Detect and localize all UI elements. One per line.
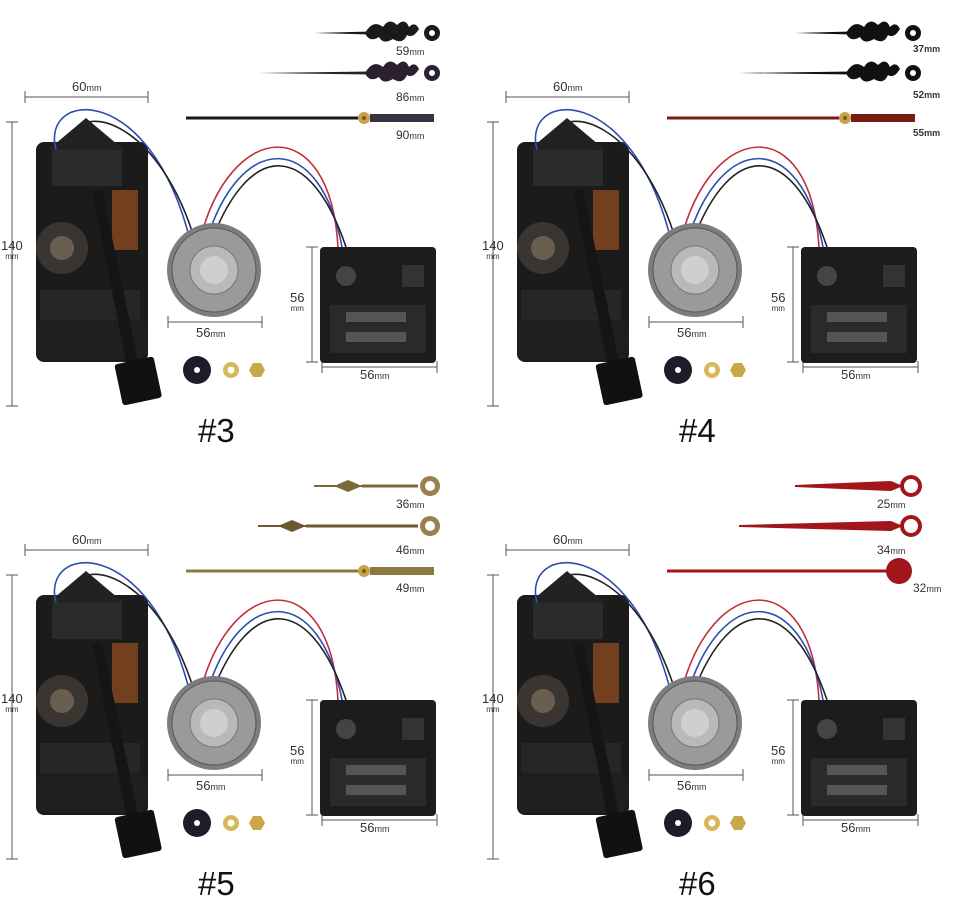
clock-hand-3 bbox=[186, 565, 434, 577]
panel-illustration bbox=[6, 476, 440, 860]
hand-length-label-1: 25mm bbox=[877, 497, 906, 511]
clock-hand-1 bbox=[314, 476, 440, 496]
clock-movement bbox=[517, 571, 643, 859]
clock-hand-1 bbox=[314, 21, 440, 42]
panel-number: #3 bbox=[198, 412, 235, 449]
clock-movement bbox=[517, 118, 643, 406]
hand-length-label-2: 52mm bbox=[913, 90, 941, 101]
panel-number: #5 bbox=[198, 865, 235, 902]
speaker bbox=[648, 223, 742, 317]
panel-number: #4 bbox=[679, 412, 716, 449]
chime-sound-box bbox=[320, 700, 436, 816]
dimension-width-label: 60mm bbox=[72, 79, 102, 94]
dimension-box-width-label: 56mm bbox=[360, 367, 390, 382]
wires bbox=[534, 561, 828, 701]
hand-length-label-1: 36mm bbox=[396, 497, 425, 511]
chime-sound-box bbox=[320, 247, 436, 363]
hand-length-label-3: 55mm bbox=[913, 128, 941, 139]
clock-hand-2 bbox=[258, 61, 440, 82]
clock-hand-3 bbox=[667, 558, 912, 584]
hand-length-label-1: 37mm bbox=[913, 44, 941, 55]
hand-length-label-3: 90mm bbox=[396, 128, 425, 142]
dimension-width-label: 60mm bbox=[72, 532, 102, 547]
clock-hand-3 bbox=[667, 112, 915, 124]
dimension-lines bbox=[487, 544, 919, 860]
hex-nut bbox=[249, 363, 265, 377]
speaker bbox=[167, 676, 261, 770]
clock-hand-2 bbox=[739, 61, 921, 82]
hand-length-label-1: 59mm bbox=[396, 44, 425, 58]
clock-hand-1 bbox=[795, 475, 922, 497]
dimension-lines bbox=[6, 544, 438, 860]
wires bbox=[53, 561, 347, 701]
hand-length-label-2: 34mm bbox=[877, 543, 906, 557]
wires bbox=[534, 108, 828, 248]
dimension-box-width-label: 56mm bbox=[841, 820, 871, 835]
dimension-speaker-label: 56mm bbox=[677, 778, 707, 793]
clock-movement bbox=[36, 118, 162, 406]
hex-nut bbox=[730, 816, 746, 830]
chime-sound-box bbox=[801, 247, 917, 363]
speaker bbox=[167, 223, 261, 317]
chime-sound-box bbox=[801, 700, 917, 816]
clock-hand-1 bbox=[795, 21, 921, 42]
dimension-speaker-label: 56mm bbox=[677, 325, 707, 340]
panel-number: #6 bbox=[679, 865, 716, 902]
dimension-lines bbox=[6, 91, 438, 407]
hand-length-label-2: 46mm bbox=[396, 543, 425, 557]
panel-illustration bbox=[487, 475, 922, 860]
dimension-box-width-label: 56mm bbox=[360, 820, 390, 835]
panel-illustration bbox=[6, 21, 440, 407]
clock-hand-2 bbox=[739, 515, 922, 537]
panel-illustration bbox=[487, 21, 921, 407]
hex-nut bbox=[730, 363, 746, 377]
dimension-width-label: 60mm bbox=[553, 532, 583, 547]
clock-movement bbox=[36, 571, 162, 859]
hex-nut bbox=[249, 816, 265, 830]
dimension-box-width-label: 56mm bbox=[841, 367, 871, 382]
wires bbox=[53, 108, 347, 248]
dimension-speaker-label: 56mm bbox=[196, 778, 226, 793]
dimension-speaker-label: 56mm bbox=[196, 325, 226, 340]
dimension-lines bbox=[487, 91, 919, 407]
hand-length-label-3: 49mm bbox=[396, 581, 425, 595]
hand-length-label-3: 32mm bbox=[913, 581, 942, 595]
clock-hand-2 bbox=[258, 516, 440, 536]
dimension-width-label: 60mm bbox=[553, 79, 583, 94]
clock-hand-3 bbox=[186, 112, 434, 124]
hand-length-label-2: 86mm bbox=[396, 90, 425, 104]
speaker bbox=[648, 676, 742, 770]
